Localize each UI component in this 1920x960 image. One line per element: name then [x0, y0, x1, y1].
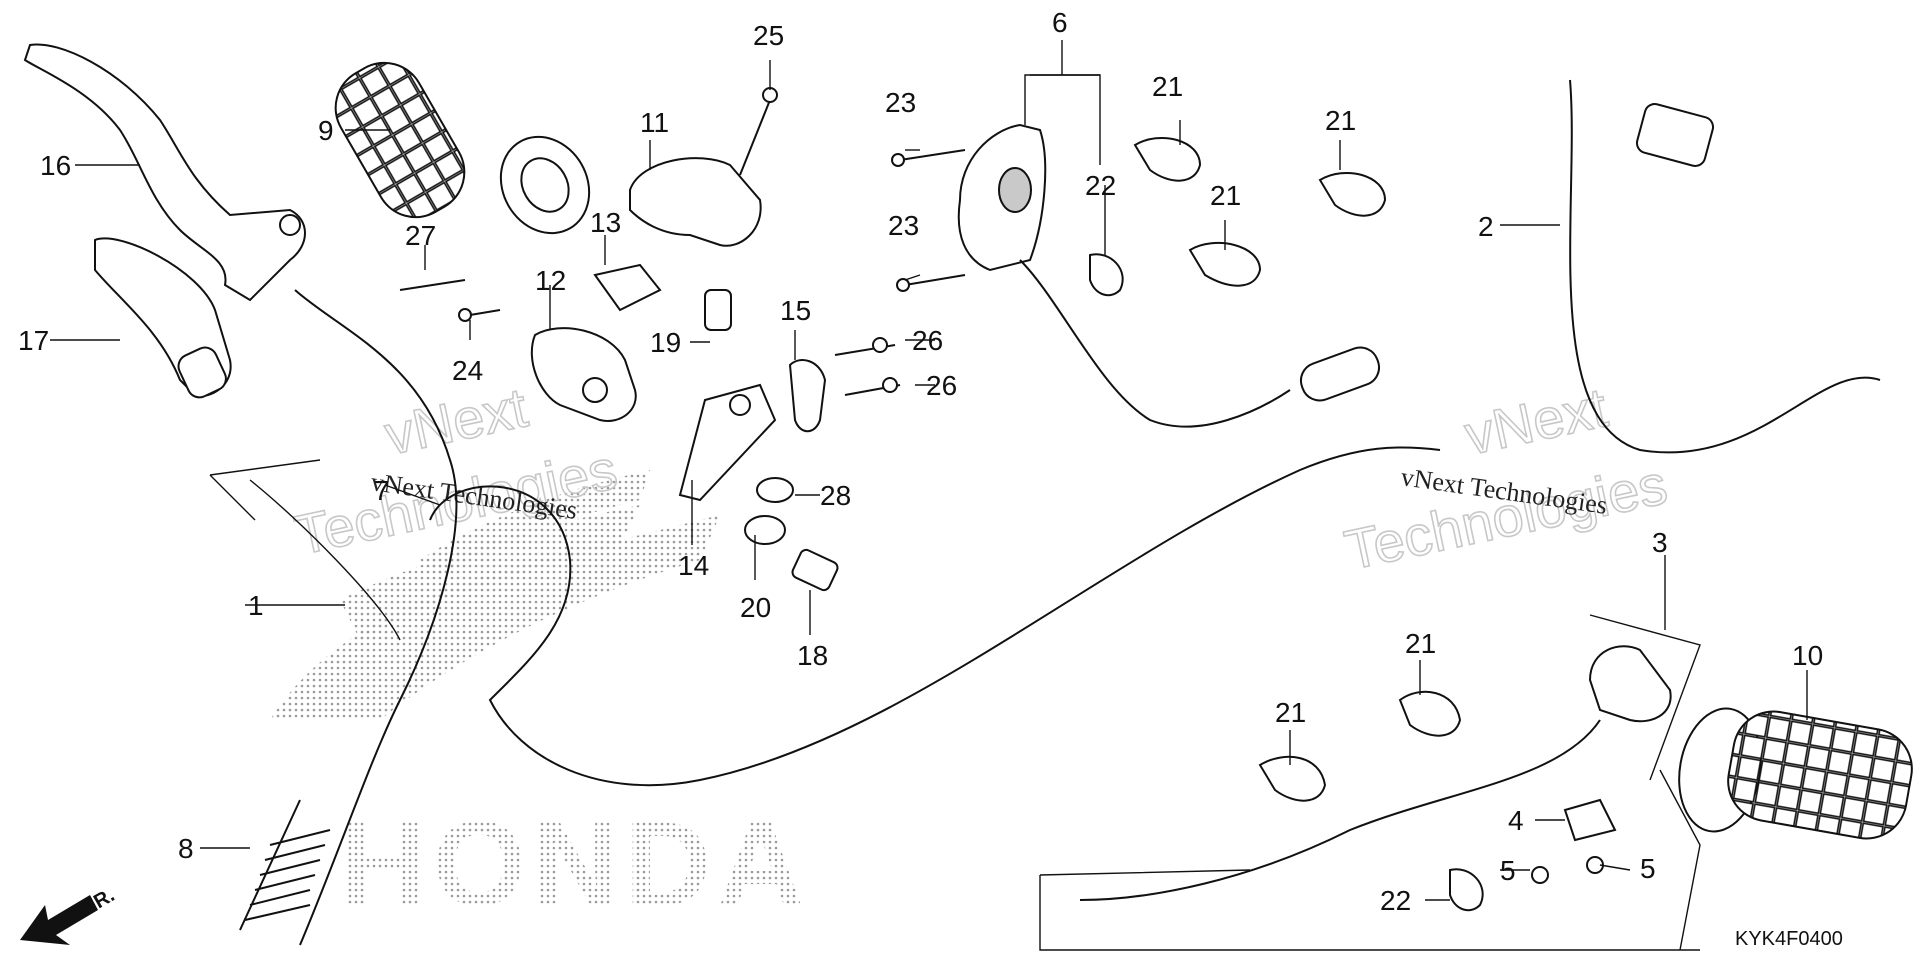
- callout-11: 11: [640, 107, 669, 138]
- callout-23b: 23: [888, 210, 919, 241]
- callout-21e: 21: [1275, 697, 1306, 728]
- callout-26b: 26: [926, 370, 957, 401]
- lever-bracket-housing: [530, 327, 637, 422]
- front-direction-indicator: FR.: [20, 884, 118, 945]
- callout-18: 18: [797, 640, 828, 671]
- callout-21c: 21: [1210, 180, 1241, 211]
- callout-6: 6: [1052, 7, 1068, 38]
- throttle-housing: [629, 157, 762, 247]
- right-grip: [1678, 707, 1913, 840]
- watermark-right: vNext Technologies vNext Technologies: [1339, 374, 1673, 582]
- callout-16: 16: [40, 150, 71, 181]
- band-clamps: [1089, 136, 1484, 912]
- callout-12: 12: [535, 265, 566, 296]
- clamp-15: [788, 359, 827, 433]
- callout-19: 19: [650, 327, 681, 358]
- callout-21a: 21: [1152, 71, 1183, 102]
- svg-text:Technologies: Technologies: [1339, 452, 1672, 582]
- callout-22b: 22: [1380, 885, 1411, 916]
- callout-5a: 5: [1500, 855, 1516, 886]
- callout-8: 8: [178, 833, 194, 864]
- callout-22a: 22: [1085, 170, 1116, 201]
- right-switch-housing: [1588, 645, 1672, 723]
- callout-13: 13: [590, 207, 621, 238]
- cables: [249, 79, 1881, 946]
- callout-4: 4: [1508, 805, 1524, 836]
- svg-text:vNext: vNext: [379, 375, 533, 466]
- switch-housing: [957, 123, 1047, 272]
- honda-logo: HONDA: [270, 470, 810, 931]
- callout-7: 7: [374, 475, 390, 506]
- bracket-14: [678, 383, 777, 502]
- callout-2: 2: [1478, 211, 1494, 242]
- callout-23a: 23: [885, 87, 916, 118]
- clip-13: [593, 263, 662, 312]
- callout-25: 25: [753, 20, 784, 51]
- callout-21d: 21: [1405, 628, 1436, 659]
- spring: [239, 799, 331, 931]
- callout-10: 10: [1792, 640, 1823, 671]
- callout-26a: 26: [912, 325, 943, 356]
- callouts: 1 2 3 4 5 5 6 7 8 9 10 11 12 13 14 15 16…: [18, 7, 1823, 916]
- svg-text:vNext: vNext: [1459, 375, 1613, 466]
- leader-lines: [50, 40, 1808, 901]
- lever-holder: [94, 237, 232, 399]
- callout-15: 15: [780, 295, 811, 326]
- left-grip: [334, 61, 591, 235]
- callout-28: 28: [820, 480, 851, 511]
- arrow-icon: [20, 895, 98, 945]
- honda-logo-text: HONDA: [340, 797, 810, 931]
- callout-20: 20: [740, 592, 771, 623]
- callout-5b: 5: [1640, 853, 1656, 884]
- callout-14: 14: [678, 550, 709, 581]
- bolts: [399, 87, 1617, 884]
- clutch-lever: [23, 43, 306, 302]
- callout-27: 27: [405, 220, 436, 251]
- group-boxes: [209, 74, 1701, 951]
- callout-21b: 21: [1325, 105, 1356, 136]
- callout-1: 1: [248, 590, 264, 621]
- callout-3: 3: [1652, 527, 1668, 558]
- callout-24: 24: [452, 355, 483, 386]
- diagram-code: KYK4F0400: [1735, 928, 1843, 950]
- callout-9: 9: [318, 115, 334, 146]
- callout-17: 17: [18, 325, 49, 356]
